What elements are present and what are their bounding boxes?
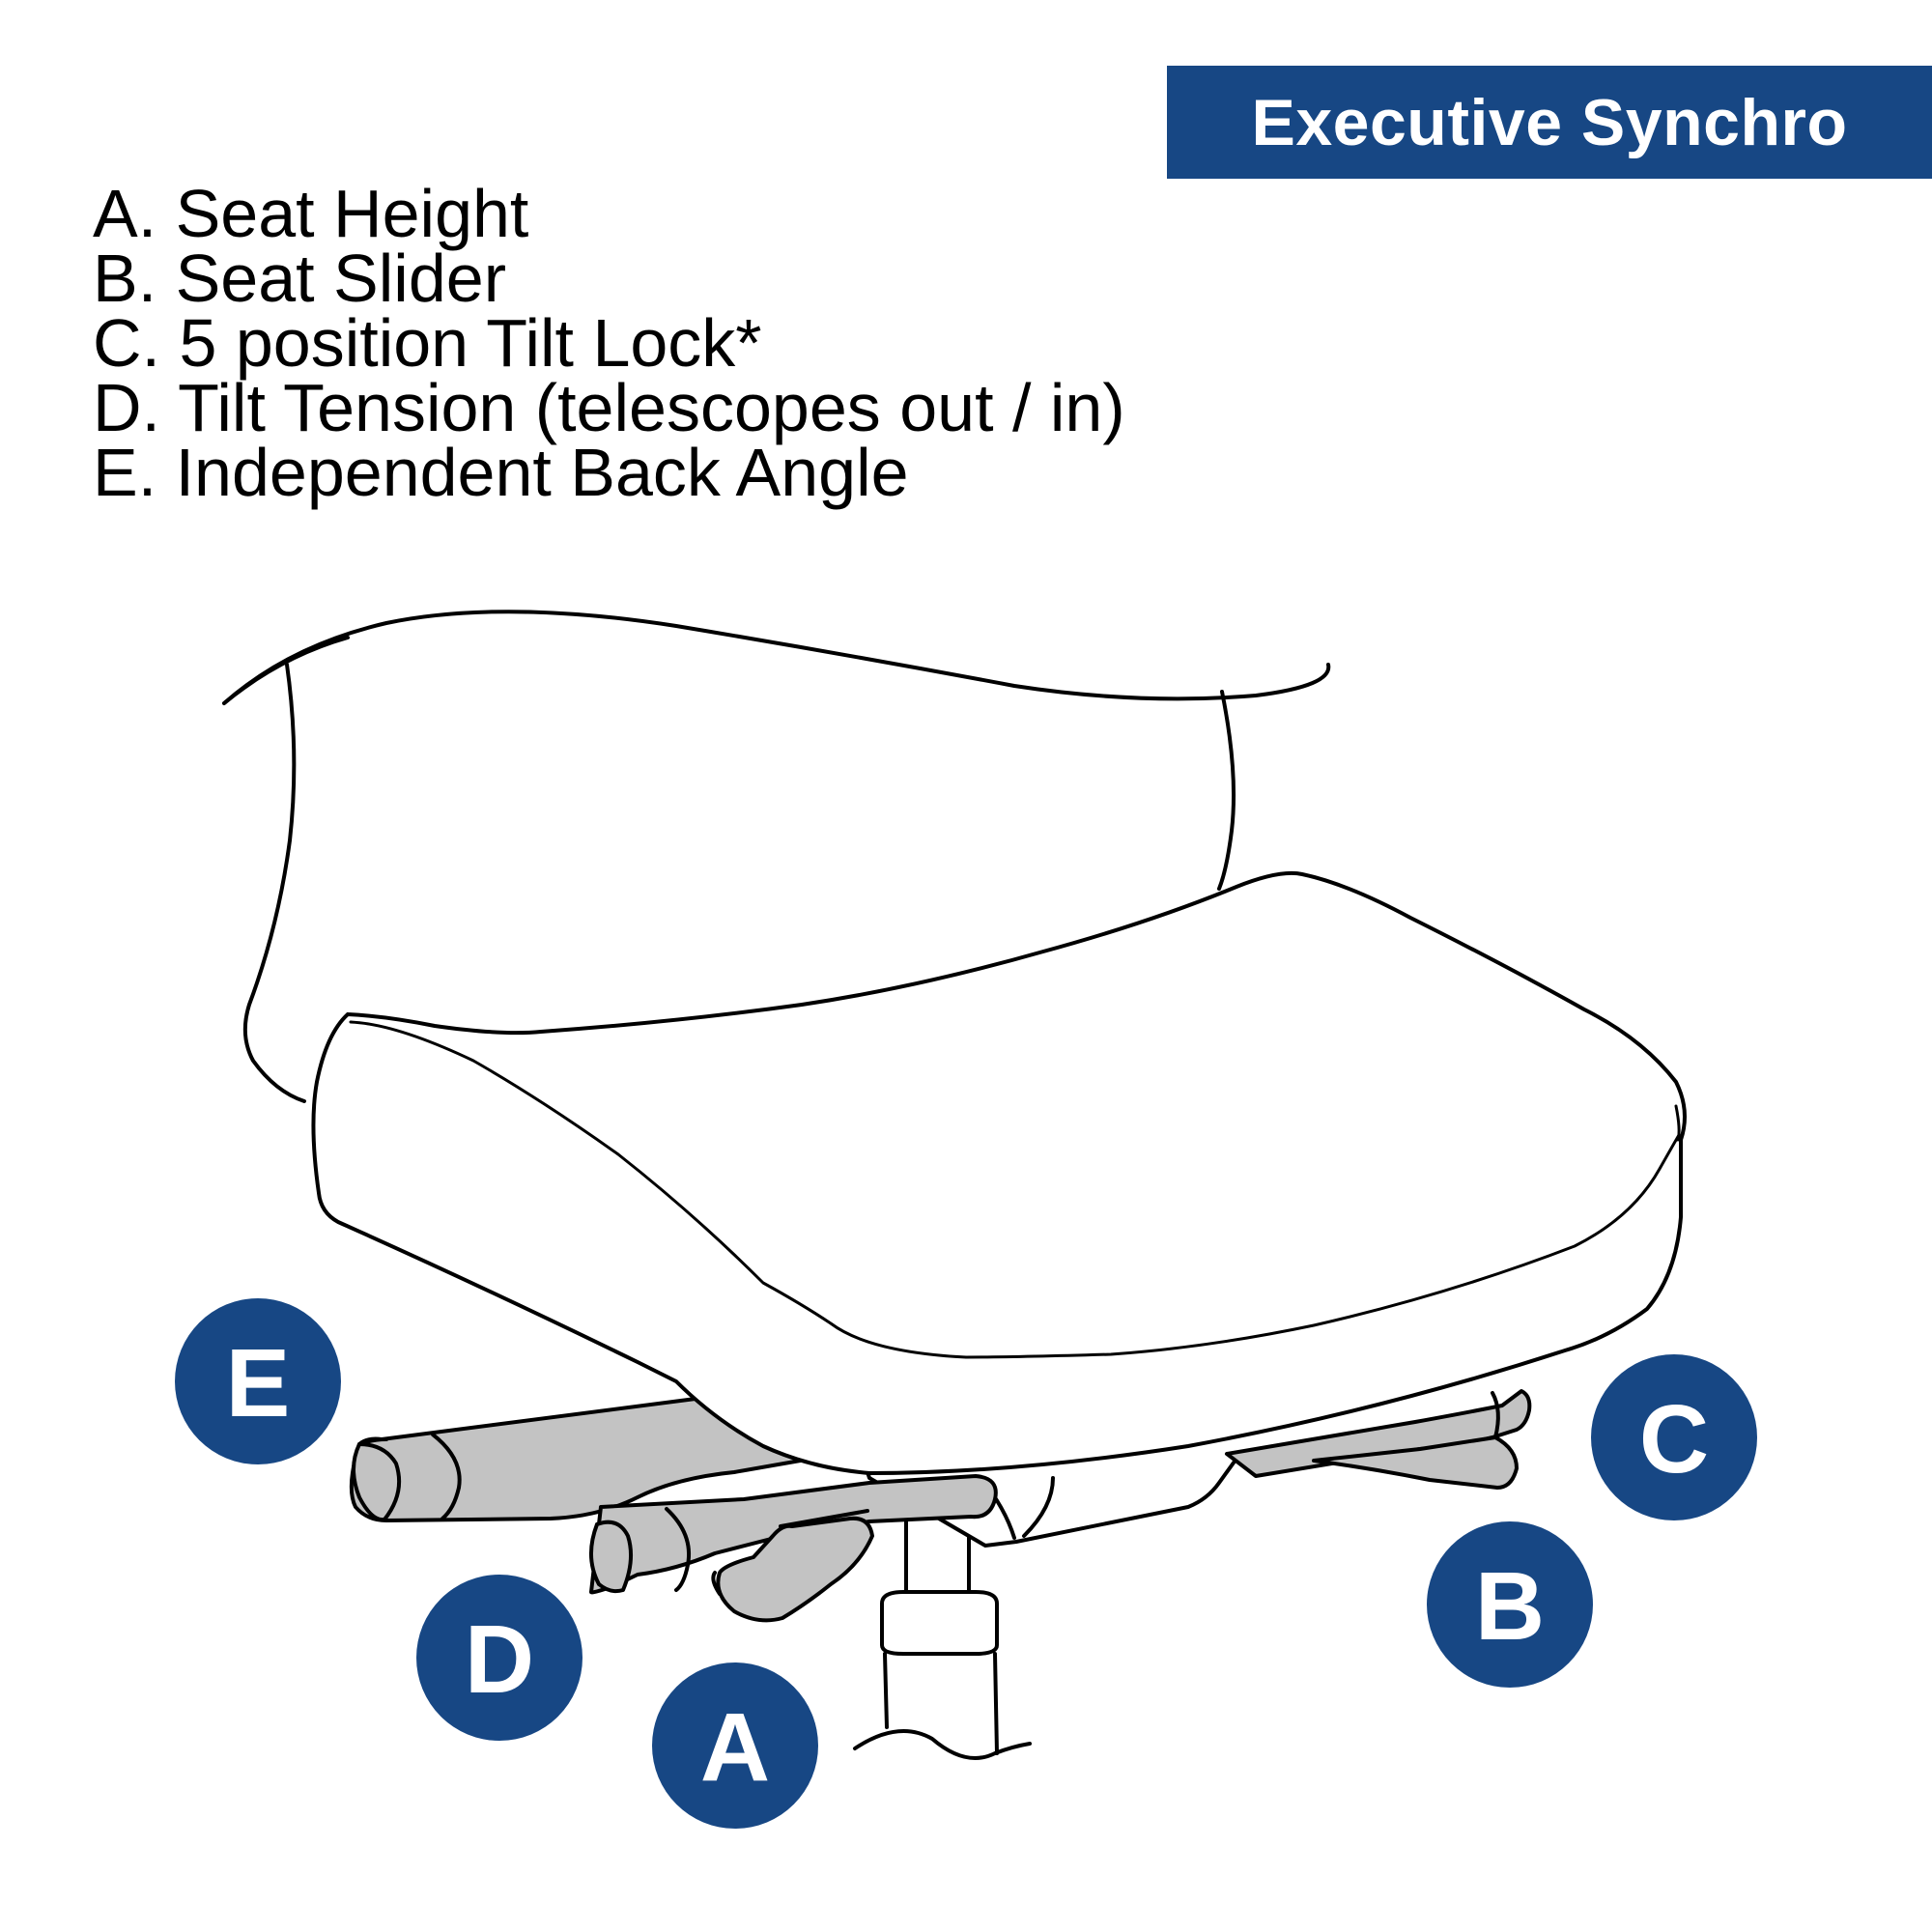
seat-cushion — [311, 870, 1687, 1475]
lever-b — [1312, 1435, 1519, 1490]
callout-c-label: C — [1639, 1385, 1709, 1493]
callout-e-label: E — [226, 1329, 291, 1437]
legend-item-b: B. Seat Slider — [93, 241, 506, 316]
callout-c: C — [1591, 1354, 1757, 1520]
callout-d-label: D — [465, 1605, 534, 1714]
legend-item-d: D. Tilt Tension (telescopes out / in) — [93, 370, 1125, 445]
feature-legend: A. Seat Height B. Seat Slider C. 5 posit… — [93, 176, 1125, 510]
title-banner: Executive Synchro — [1167, 66, 1932, 179]
callout-e: E — [175, 1298, 341, 1464]
callout-d: D — [416, 1575, 582, 1741]
callout-a-label: A — [700, 1693, 770, 1802]
gas-cylinder — [853, 1520, 1032, 1760]
callout-b-label: B — [1475, 1552, 1545, 1661]
legend-item-c: C. 5 position Tilt Lock* — [93, 305, 762, 381]
callout-a: A — [652, 1662, 818, 1829]
diagram-title: Executive Synchro — [1251, 85, 1848, 159]
backrest — [222, 610, 1331, 1103]
legend-item-a: A. Seat Height — [93, 176, 529, 251]
callout-b: B — [1427, 1521, 1593, 1688]
legend-item-e: E. Independent Back Angle — [93, 435, 909, 510]
lever-a — [711, 1509, 874, 1623]
